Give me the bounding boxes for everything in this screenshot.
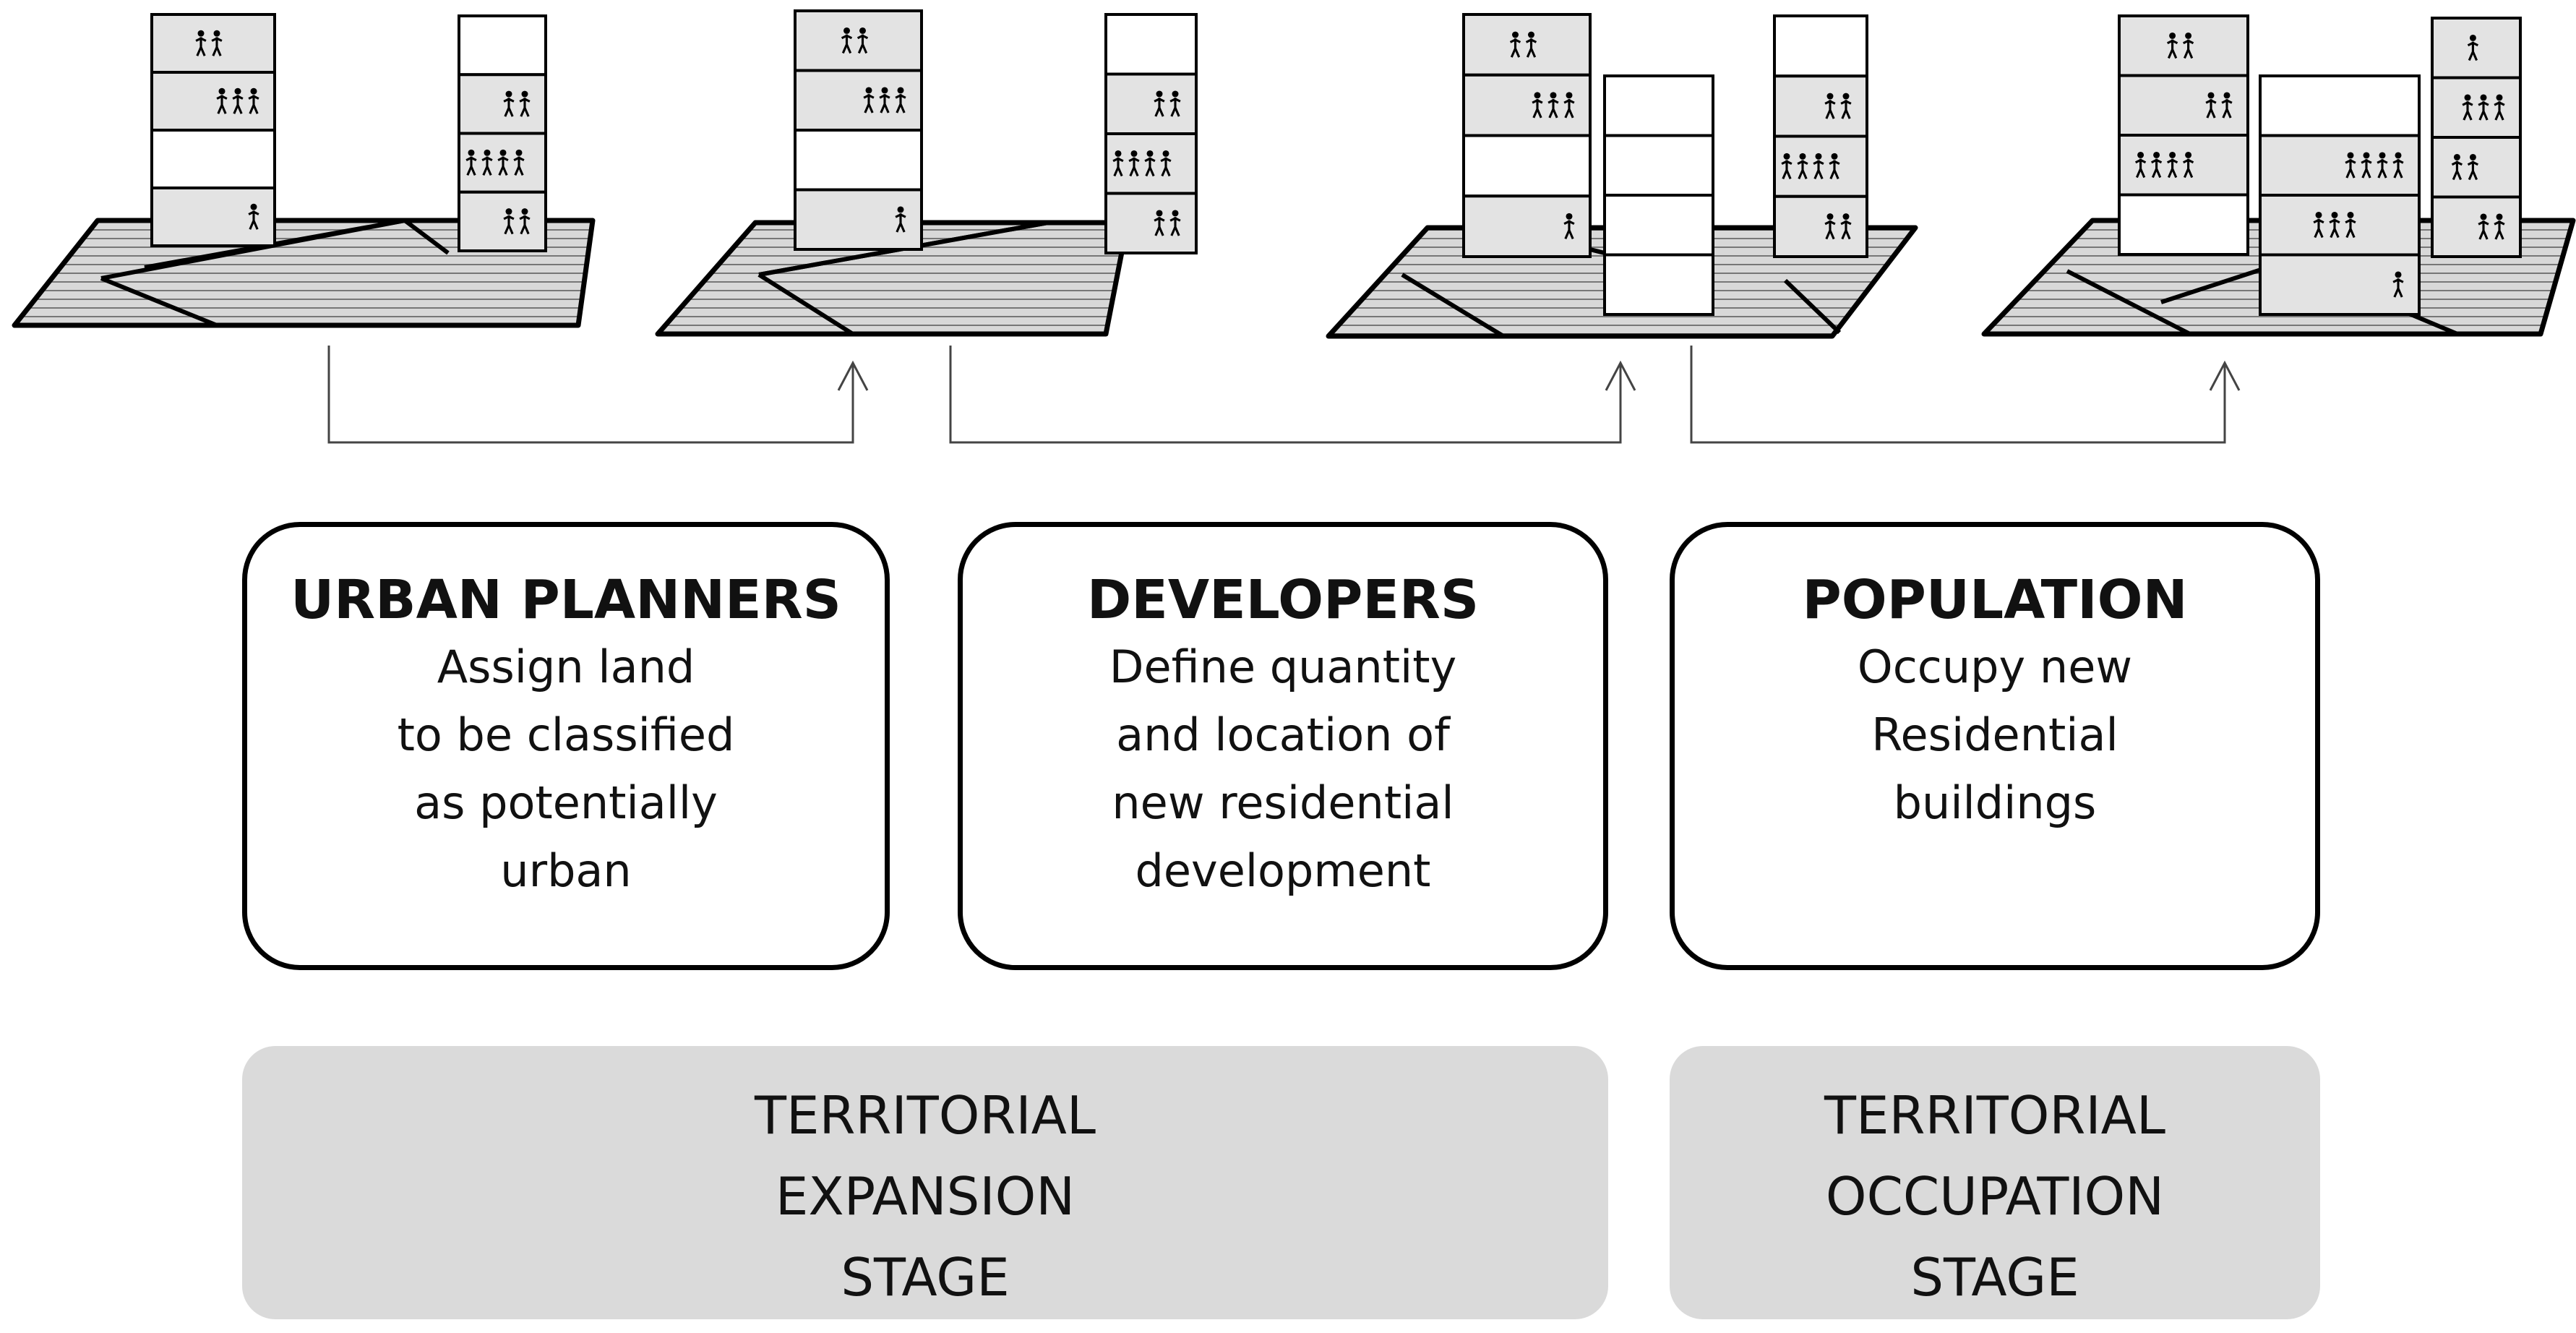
arrow-stage-3 [1690, 346, 2226, 444]
role-description-line: Assign land [437, 640, 695, 693]
role-description-line: Residential [1871, 708, 2118, 761]
occupied-floor [2118, 74, 2249, 137]
empty-floor [1462, 134, 1592, 198]
parcel-boundary [1326, 226, 1430, 338]
role-box-population: POPULATION Occupy new Residential buildi… [1670, 522, 2320, 970]
scene-initial [12, 13, 596, 328]
empty-floor [1603, 253, 1714, 316]
role-title: POPULATION [1802, 569, 2188, 631]
empty-floor [2118, 193, 2249, 256]
new-building [1603, 74, 1714, 316]
role-description-line: new residential [1112, 776, 1454, 829]
stage-label-line: STAGE [841, 1247, 1010, 1308]
occupied-floor [2259, 194, 2421, 257]
arrow-stage-1 [327, 346, 854, 444]
empty-floor [1603, 194, 1714, 257]
empty-floor [1773, 14, 1868, 78]
parcel-boundary [1982, 218, 2095, 336]
empty-floor [150, 129, 276, 189]
role-description: Occupy new Residential buildings [1675, 633, 2315, 837]
occupied-floor [2431, 17, 2522, 80]
parcel-boundary [1401, 273, 1505, 338]
occupied-floor [1104, 72, 1198, 135]
occupied-floor [150, 71, 276, 132]
right-building [2431, 17, 2522, 258]
left-building [2118, 14, 2249, 256]
stage-label-line: OCCUPATION [1825, 1166, 2165, 1227]
role-description-line: Define quantity [1109, 640, 1457, 693]
occupied-floor [458, 73, 547, 135]
right-building [1773, 14, 1868, 258]
occupied-floor [1773, 74, 1868, 138]
scene-occupied [1981, 14, 2576, 337]
parcel-boundary [656, 221, 757, 335]
occupied-floor [794, 9, 923, 72]
role-description: Define quantity and location of new resi… [963, 633, 1603, 905]
parcel-boundary [757, 273, 854, 336]
occupied-floor [1462, 13, 1592, 77]
occupied-floor [2118, 14, 2249, 77]
occupied-floor [1462, 73, 1592, 137]
role-description-line: urban [500, 844, 632, 897]
occupied-floor [794, 69, 923, 132]
arrow-stage-2 [949, 346, 1622, 444]
parcel-boundary [100, 218, 405, 280]
right-building [1104, 13, 1198, 254]
empty-floor [1603, 74, 1714, 137]
empty-floor [1603, 134, 1714, 197]
role-description-line: as potentially [414, 776, 718, 829]
scene-developed [1326, 13, 1918, 339]
occupied-floor [794, 188, 923, 251]
occupied-floor [1773, 194, 1868, 258]
arrow-head-3 [2209, 360, 2241, 391]
empty-floor [1104, 13, 1198, 76]
stage-box-territorial-expansion: TERRITORIAL EXPANSION STAGE [242, 1046, 1608, 1319]
parcel-boundary [2066, 269, 2191, 336]
role-box-urban-planners: URBAN PLANNERS Assign land to be classif… [242, 522, 890, 970]
left-building [794, 9, 923, 251]
occupied-floor [1104, 192, 1198, 254]
stage-label-line: TERRITORIAL [754, 1085, 1096, 1146]
occupied-floor [2259, 134, 2421, 197]
parcel-boundary [12, 219, 100, 327]
role-title: DEVELOPERS [1086, 569, 1480, 631]
occupied-floor [150, 187, 276, 247]
role-description-line: development [1135, 844, 1431, 897]
stage-label-line: EXPANSION [775, 1166, 1076, 1227]
role-box-developers: DEVELOPERS Define quantity and location … [958, 522, 1608, 970]
arrow-head-2 [1605, 360, 1636, 391]
empty-floor [2259, 74, 2421, 137]
right-building [458, 14, 547, 252]
role-description-line: buildings [1893, 776, 2097, 829]
role-description: Assign land to be classified as potentia… [247, 633, 885, 905]
occupied-floor [2259, 253, 2421, 316]
stage-box-territorial-occupation: TERRITORIAL OCCUPATION STAGE [1670, 1046, 2320, 1319]
role-title: URBAN PLANNERS [291, 569, 841, 631]
empty-floor [458, 14, 547, 77]
occupied-floor [2118, 134, 2249, 197]
role-description-line: and location of [1116, 708, 1450, 761]
new-building [2259, 74, 2421, 316]
stage-label-line: TERRITORIAL [1824, 1085, 2166, 1146]
occupied-floor [2431, 76, 2522, 139]
role-description-line: to be classified [397, 708, 735, 761]
occupied-floor [1773, 134, 1868, 198]
occupied-floor [1462, 194, 1592, 258]
parcel-boundary [403, 218, 450, 255]
left-building [1462, 13, 1592, 258]
process-illustration [12, 9, 2576, 444]
parcel-boundary [1783, 278, 1842, 335]
occupied-floor [458, 190, 547, 252]
empty-floor [794, 129, 923, 192]
scene-land-assigned [655, 9, 1198, 337]
left-building [150, 13, 276, 247]
role-description-line: Occupy new [1857, 640, 2133, 693]
occupied-floor [2431, 195, 2522, 258]
parcel-boundary [100, 276, 218, 327]
occupied-floor [150, 13, 276, 74]
stage-label-line: STAGE [1910, 1247, 2079, 1308]
occupied-floor [2431, 136, 2522, 199]
arrow-head-1 [837, 360, 869, 391]
